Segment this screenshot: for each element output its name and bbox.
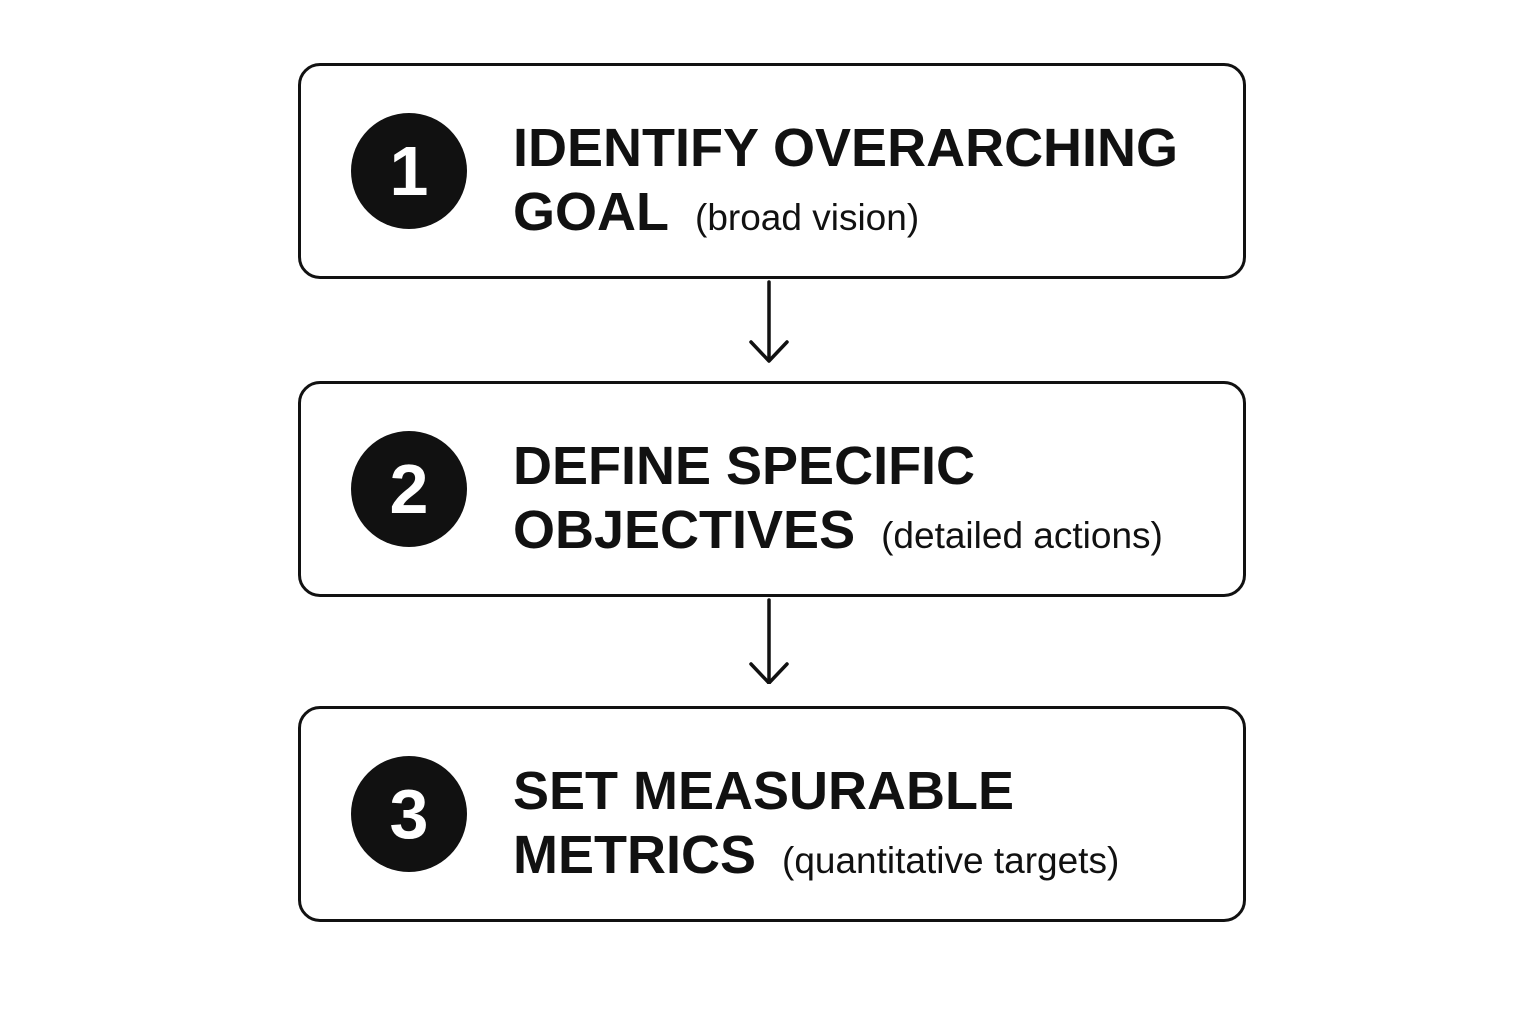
step-title-word: METRICS — [513, 825, 756, 885]
down-arrow-icon — [749, 280, 789, 363]
step-number-badge: 3 — [351, 756, 467, 872]
step-number-badge: 2 — [351, 431, 467, 547]
step-box-3: 3 SET MEASURABLE METRICS (quantitative ta… — [298, 706, 1246, 922]
step-box-1: 1 IDENTIFY OVERARCHING GOAL (broad vision… — [298, 63, 1246, 279]
step-text: DEFINE SPECIFIC OBJECTIVES (detailed acti… — [513, 434, 1233, 568]
step-title-line-2: GOAL (broad vision) — [513, 180, 1233, 250]
step-title-word: GOAL — [513, 182, 669, 242]
step-number-badge: 1 — [351, 113, 467, 229]
step-title-line-1: SET MEASURABLE — [513, 761, 1015, 821]
step-note: (broad vision) — [695, 197, 920, 238]
step-title-line-1: IDENTIFY OVERARCHING — [513, 118, 1179, 178]
step-title-line-1: DEFINE SPECIFIC — [513, 436, 976, 496]
step-text: SET MEASURABLE METRICS (quantitative targ… — [513, 759, 1233, 893]
step-text: IDENTIFY OVERARCHING GOAL (broad vision) — [513, 116, 1233, 250]
step-title-line-2: OBJECTIVES (detailed actions) — [513, 498, 1233, 568]
step-title-line-2: METRICS (quantitative targets) — [513, 823, 1233, 893]
step-box-2: 2 DEFINE SPECIFIC OBJECTIVES (detailed ac… — [298, 381, 1246, 597]
step-title-word: OBJECTIVES — [513, 500, 856, 560]
down-arrow-icon — [749, 598, 789, 684]
step-note: (detailed actions) — [881, 515, 1163, 556]
step-note: (quantitative targets) — [782, 840, 1120, 881]
